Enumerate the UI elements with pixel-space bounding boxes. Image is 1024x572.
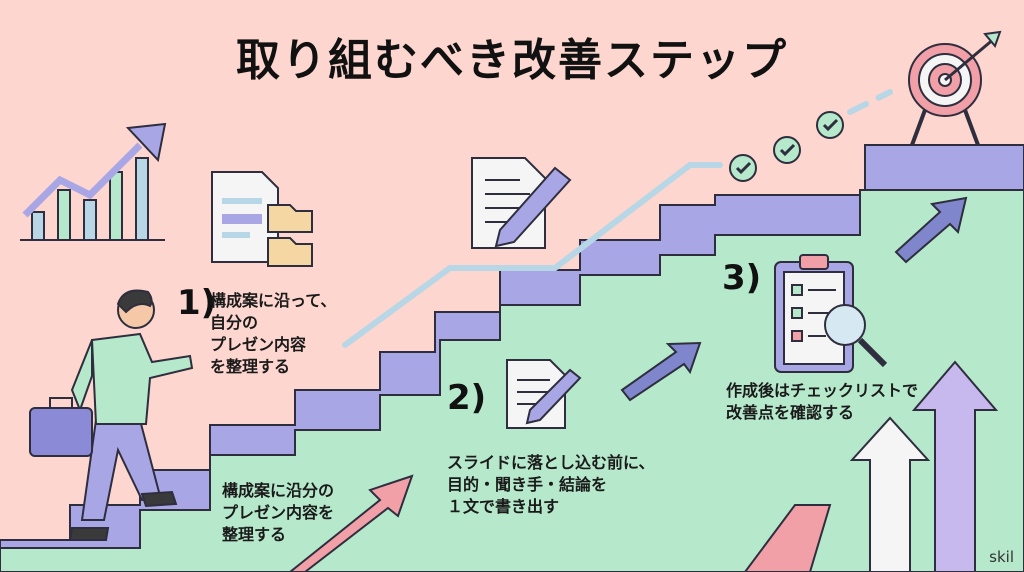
step1-text: 構成案に沿って、 自分の プレゼン内容 を整理する: [210, 290, 336, 378]
step1-lower-line: 構成案に沿分の: [222, 481, 335, 500]
step2-text: スライドに落とし込む前に、 目的・聞き手・結論を １文で書き出す: [447, 452, 655, 518]
target-arrow-icon: [908, 30, 1002, 146]
step1-lower-line: 整理する: [222, 525, 287, 544]
step2-line: 目的・聞き手・結論を: [447, 475, 608, 494]
climbing-person-icon: [29, 289, 194, 541]
arrow-up-white: [849, 416, 931, 572]
step1-line: プレゼン内容: [210, 335, 307, 354]
step1-line: 構成案に沿って、: [210, 291, 337, 310]
step2-line: １文で書き出す: [447, 497, 560, 516]
step1-lower-text: 構成案に沿分の プレゼン内容を 整理する: [222, 480, 334, 546]
step3-line: 作成後はチェックリストで: [726, 381, 919, 400]
step2-line: スライドに落とし込む前に、: [447, 453, 655, 472]
step3-number: 3): [722, 258, 762, 298]
growth-chart-icon: [20, 122, 167, 241]
arrow-up-purple: [911, 360, 999, 572]
arrow-purple-upper: [894, 196, 968, 264]
step3-text: 作成後はチェックリストで 改善点を確認する: [726, 380, 918, 424]
check-circle-icon: [729, 111, 844, 182]
ramp-pink: [743, 504, 832, 572]
step2-number: 2): [447, 378, 487, 418]
document-pen-small-icon: [506, 359, 582, 429]
page-title: 取り組むべき改善ステップ: [236, 35, 788, 86]
step1-lower-line: プレゼン内容を: [222, 503, 335, 522]
checklist-magnifier-icon: [774, 254, 888, 373]
arrow-purple-middle: [620, 341, 702, 402]
progress-dashes: [847, 89, 893, 115]
arrow-pink-large: [288, 474, 414, 572]
progress-path: [342, 162, 723, 348]
document-pen-icon: [471, 157, 572, 249]
brand-logo: skil: [989, 548, 1014, 566]
step3-line: 改善点を確認する: [726, 403, 855, 422]
step1-line: 自分の: [210, 313, 259, 332]
documents-folder-icon: [211, 171, 313, 267]
step1-number: 1): [177, 283, 217, 323]
step1-line: を整理する: [210, 357, 291, 376]
